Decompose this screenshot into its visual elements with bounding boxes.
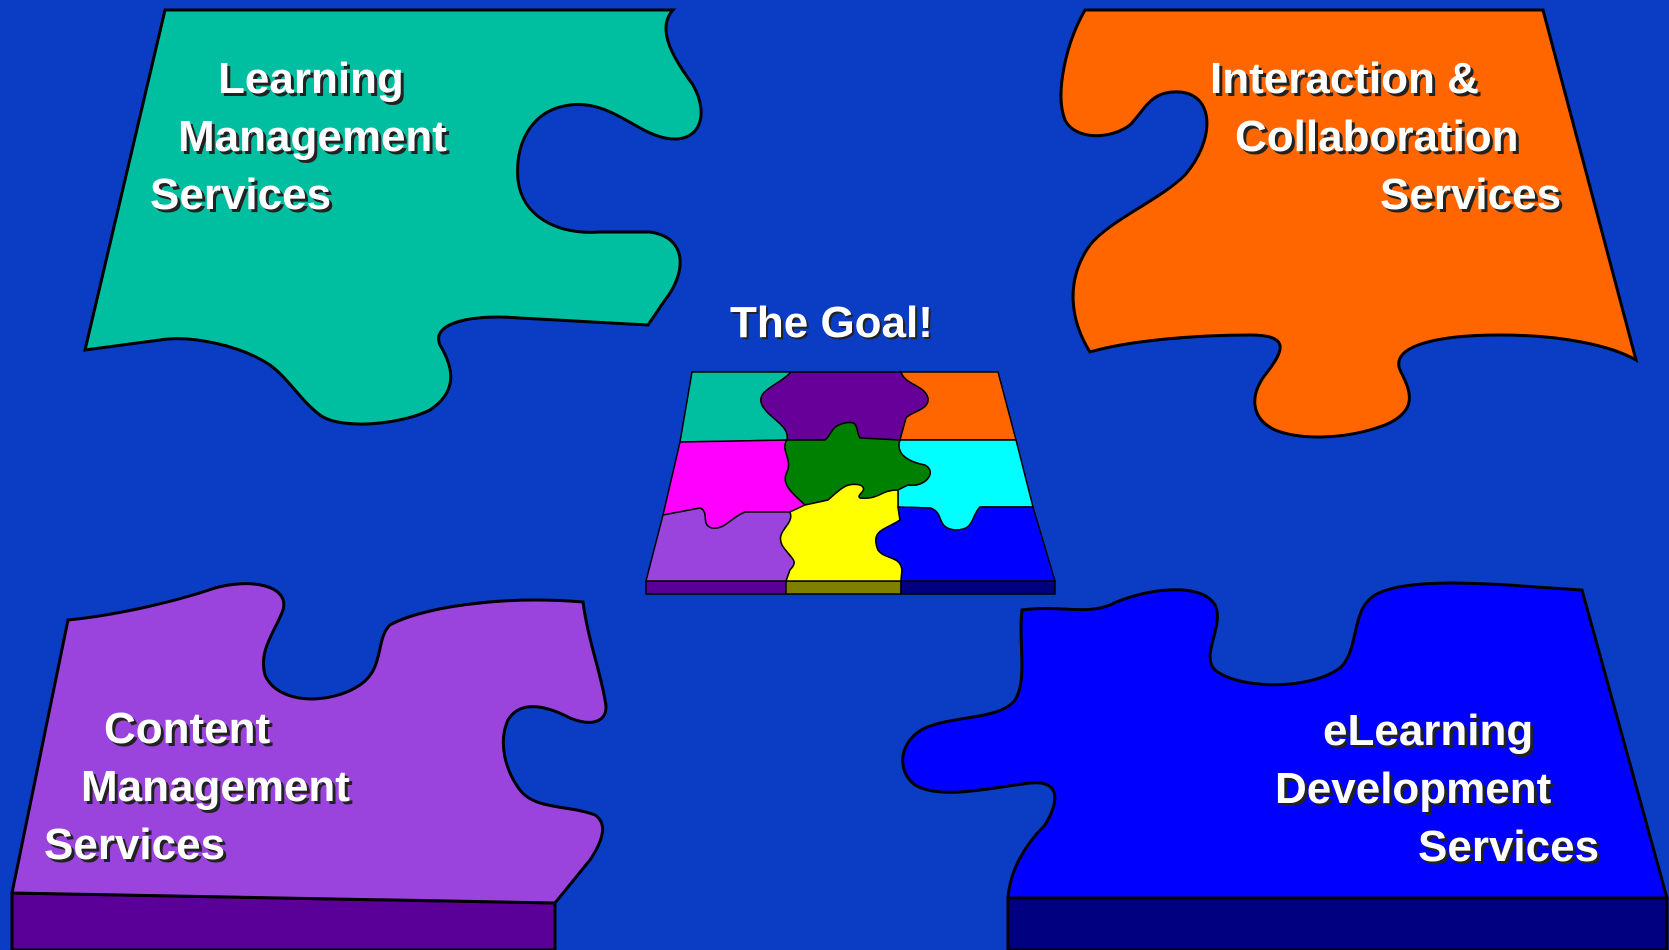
elearning-line-2: Development xyxy=(1275,764,1552,813)
learning-line-2: Management xyxy=(178,112,447,161)
interaction-line-3: Services xyxy=(1380,170,1562,219)
goal-tile-orange xyxy=(899,371,1017,441)
goal-base-olive xyxy=(785,580,902,595)
learning-line-1: Learning xyxy=(218,54,404,103)
interaction-collaboration-label: Interaction & Collaboration Services xyxy=(1210,50,1561,224)
goal-puzzle xyxy=(645,371,1057,595)
elearning-line-1: eLearning xyxy=(1323,706,1534,755)
content-line-2: Management xyxy=(81,762,350,811)
elearning-development-piece xyxy=(901,581,1669,900)
interaction-line-1: Interaction & xyxy=(1210,54,1479,103)
content-line-3: Services xyxy=(44,820,226,869)
learning-management-piece xyxy=(83,8,703,426)
elearning-development-piece-edge xyxy=(1006,896,1669,950)
learning-management-label: Learning Management Services xyxy=(150,50,447,224)
goal-base-purple xyxy=(645,580,787,595)
content-management-piece xyxy=(10,582,608,905)
goal-title: The Goal! xyxy=(730,298,933,347)
elearning-development-label: eLearning Development Services xyxy=(1275,702,1599,876)
content-line-1: Content xyxy=(104,704,271,753)
elearning-line-3: Services xyxy=(1418,822,1600,871)
learning-line-3: Services xyxy=(150,170,332,219)
interaction-collaboration-piece xyxy=(1059,8,1639,439)
content-management-label: Content Management Services xyxy=(44,700,350,874)
goal-tile-blue xyxy=(875,506,1057,582)
interaction-line-2: Collaboration xyxy=(1235,112,1519,161)
goal-base-navy xyxy=(900,580,1056,595)
